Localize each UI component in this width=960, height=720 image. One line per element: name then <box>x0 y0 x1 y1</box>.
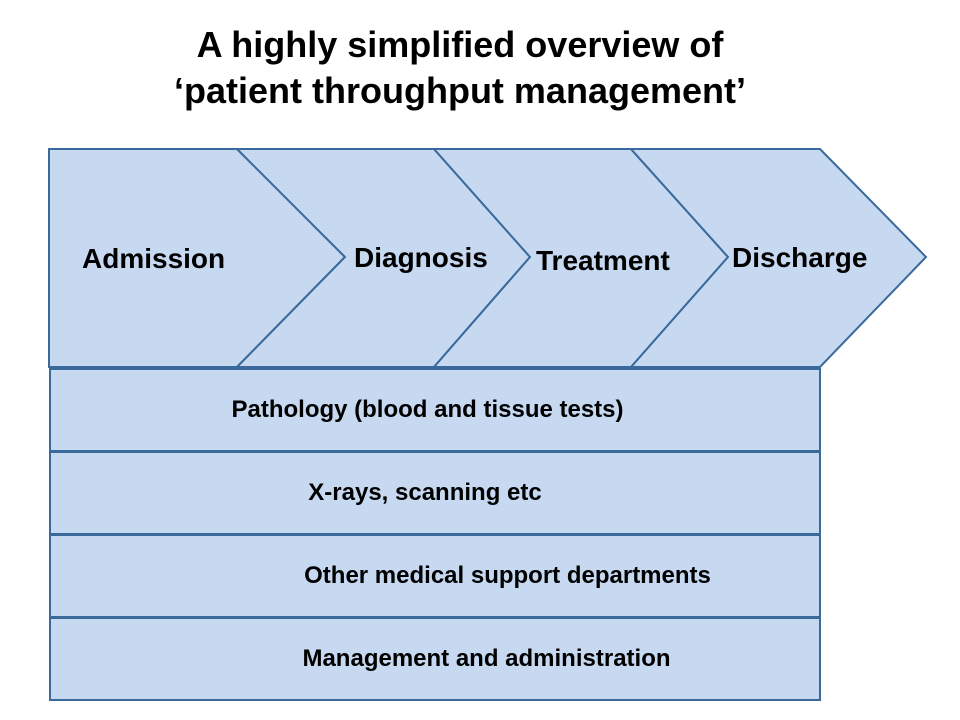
support-layer-management: Management and administration <box>49 617 821 701</box>
stage-label-diagnosis: Diagnosis <box>354 242 488 273</box>
support-layer-label: Management and administration <box>302 645 671 672</box>
stage-label-treatment: Treatment <box>536 245 670 276</box>
support-layer-medical-support: Other medical support departments <box>49 534 821 618</box>
support-layer-label: Pathology (blood and tissue tests) <box>231 396 624 423</box>
title-line-2: ‘patient throughput management’ <box>174 70 746 111</box>
support-layer-label: X-rays, scanning etc <box>308 479 542 506</box>
support-layer-pathology: Pathology (blood and tissue tests) <box>49 368 821 452</box>
support-layer-xrays: X-rays, scanning etc <box>49 451 821 535</box>
diagram-title: A highly simplified overview of ‘patient… <box>0 22 920 114</box>
stage-label-discharge: Discharge <box>732 242 868 273</box>
stage-label-admission: Admission <box>82 243 226 274</box>
title-line-1: A highly simplified overview of <box>196 24 724 65</box>
chevron-discharge <box>628 148 928 368</box>
support-layer-label: Other medical support departments <box>304 562 711 589</box>
